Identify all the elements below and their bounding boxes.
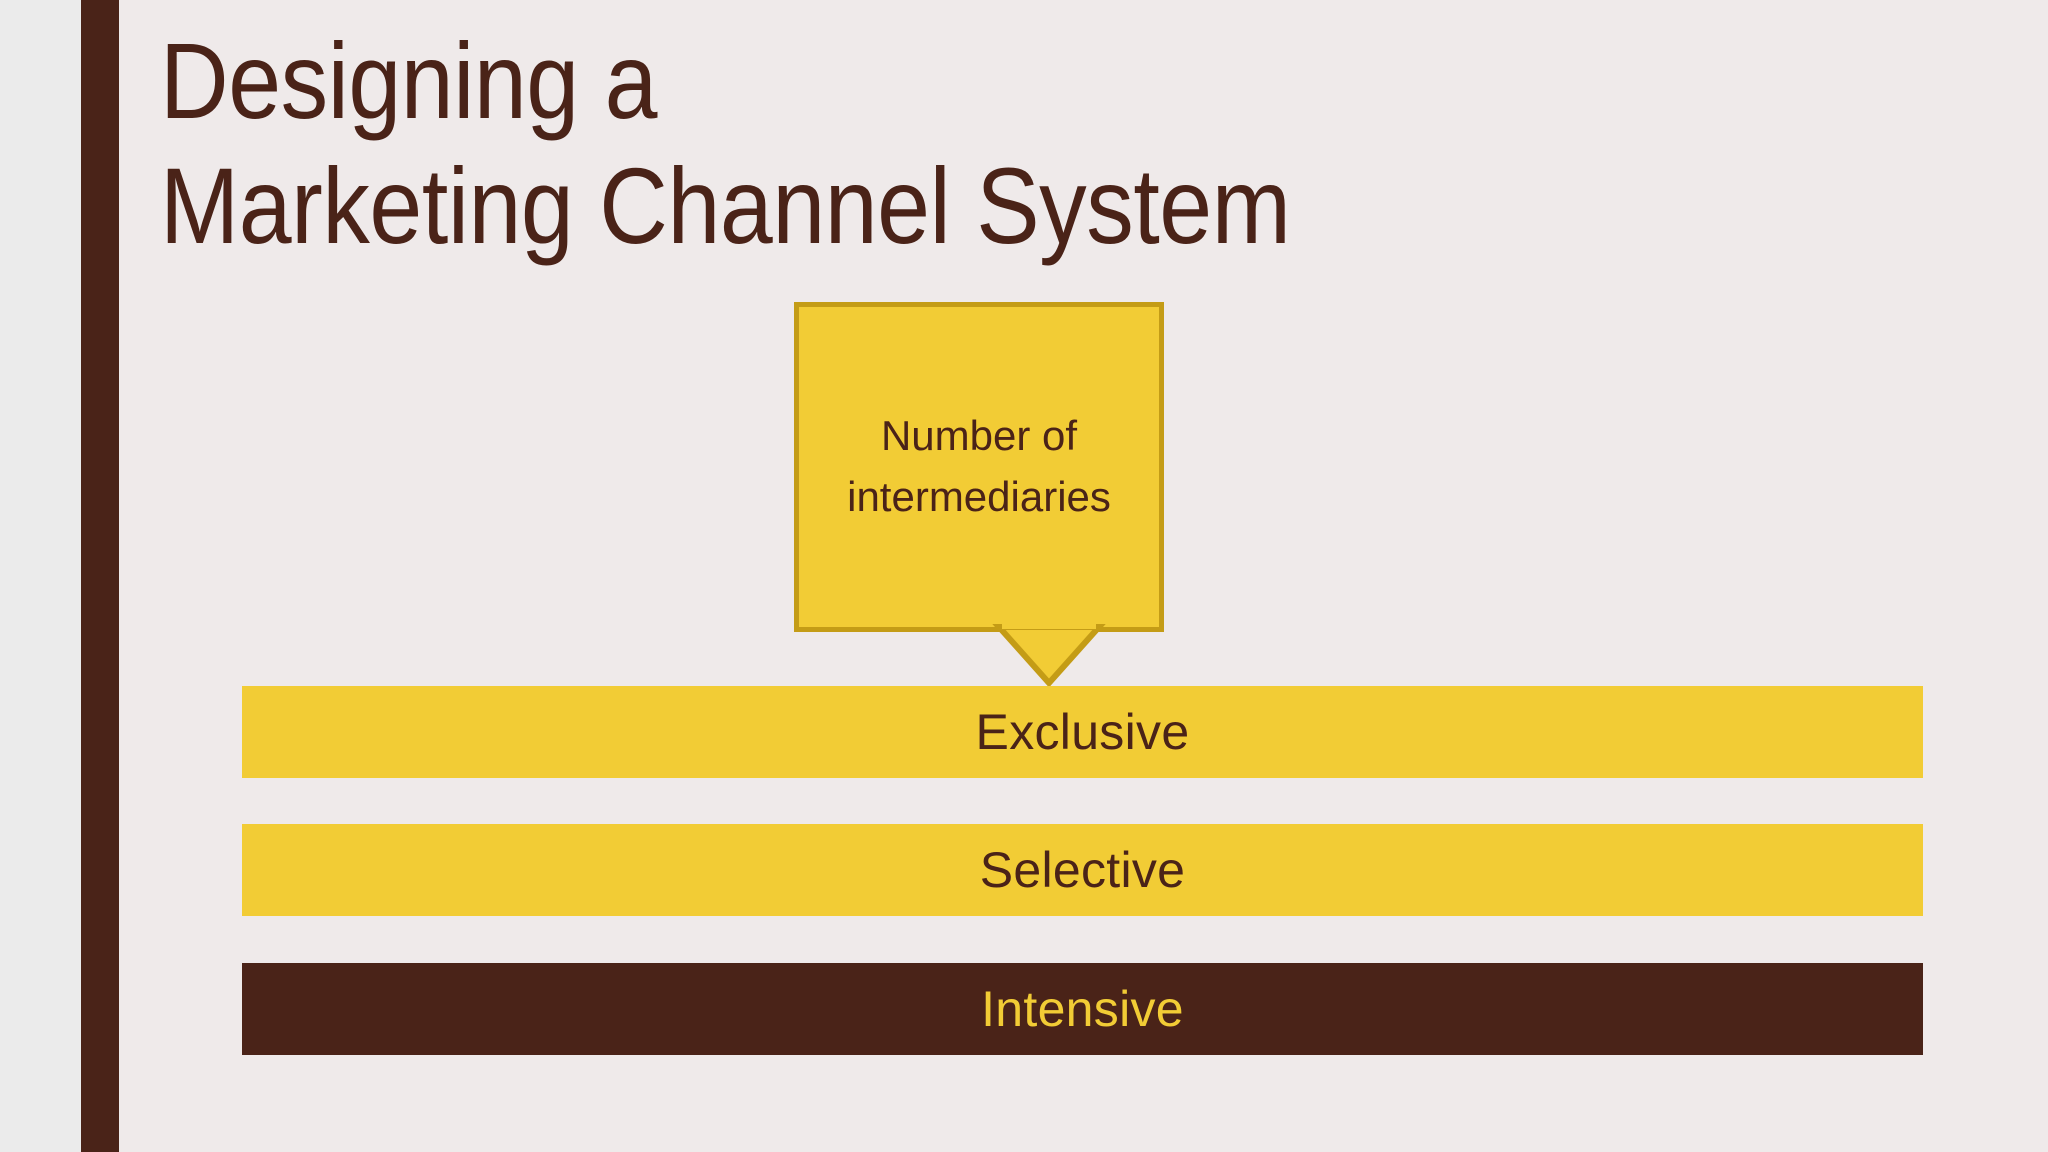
channel-bar-selective[interactable]: Selective [242, 824, 1923, 916]
channel-bar-intensive-label: Intensive [981, 981, 1184, 1037]
channel-bar-intensive[interactable]: Intensive [242, 963, 1923, 1055]
left-accent-bar [81, 0, 119, 1152]
callout-number-of-intermediaries: Number of intermediaries [794, 302, 1164, 688]
title-line-1: Designing a [160, 20, 658, 141]
callout-box: Number of intermediaries [794, 302, 1164, 632]
callout-line-2: intermediaries [847, 473, 1111, 520]
page-title: Designing a Marketing Channel System [160, 18, 1860, 269]
callout-tail-icon [992, 619, 1106, 688]
callout-line-1: Number of [880, 412, 1078, 460]
title-line-2: Marketing Channel System [160, 145, 1291, 267]
channel-bar-exclusive-label: Exclusive [975, 704, 1190, 760]
left-gutter [0, 0, 81, 1152]
channel-bar-exclusive[interactable]: Exclusive [242, 686, 1923, 778]
channel-bar-selective-label: Selective [979, 842, 1186, 898]
